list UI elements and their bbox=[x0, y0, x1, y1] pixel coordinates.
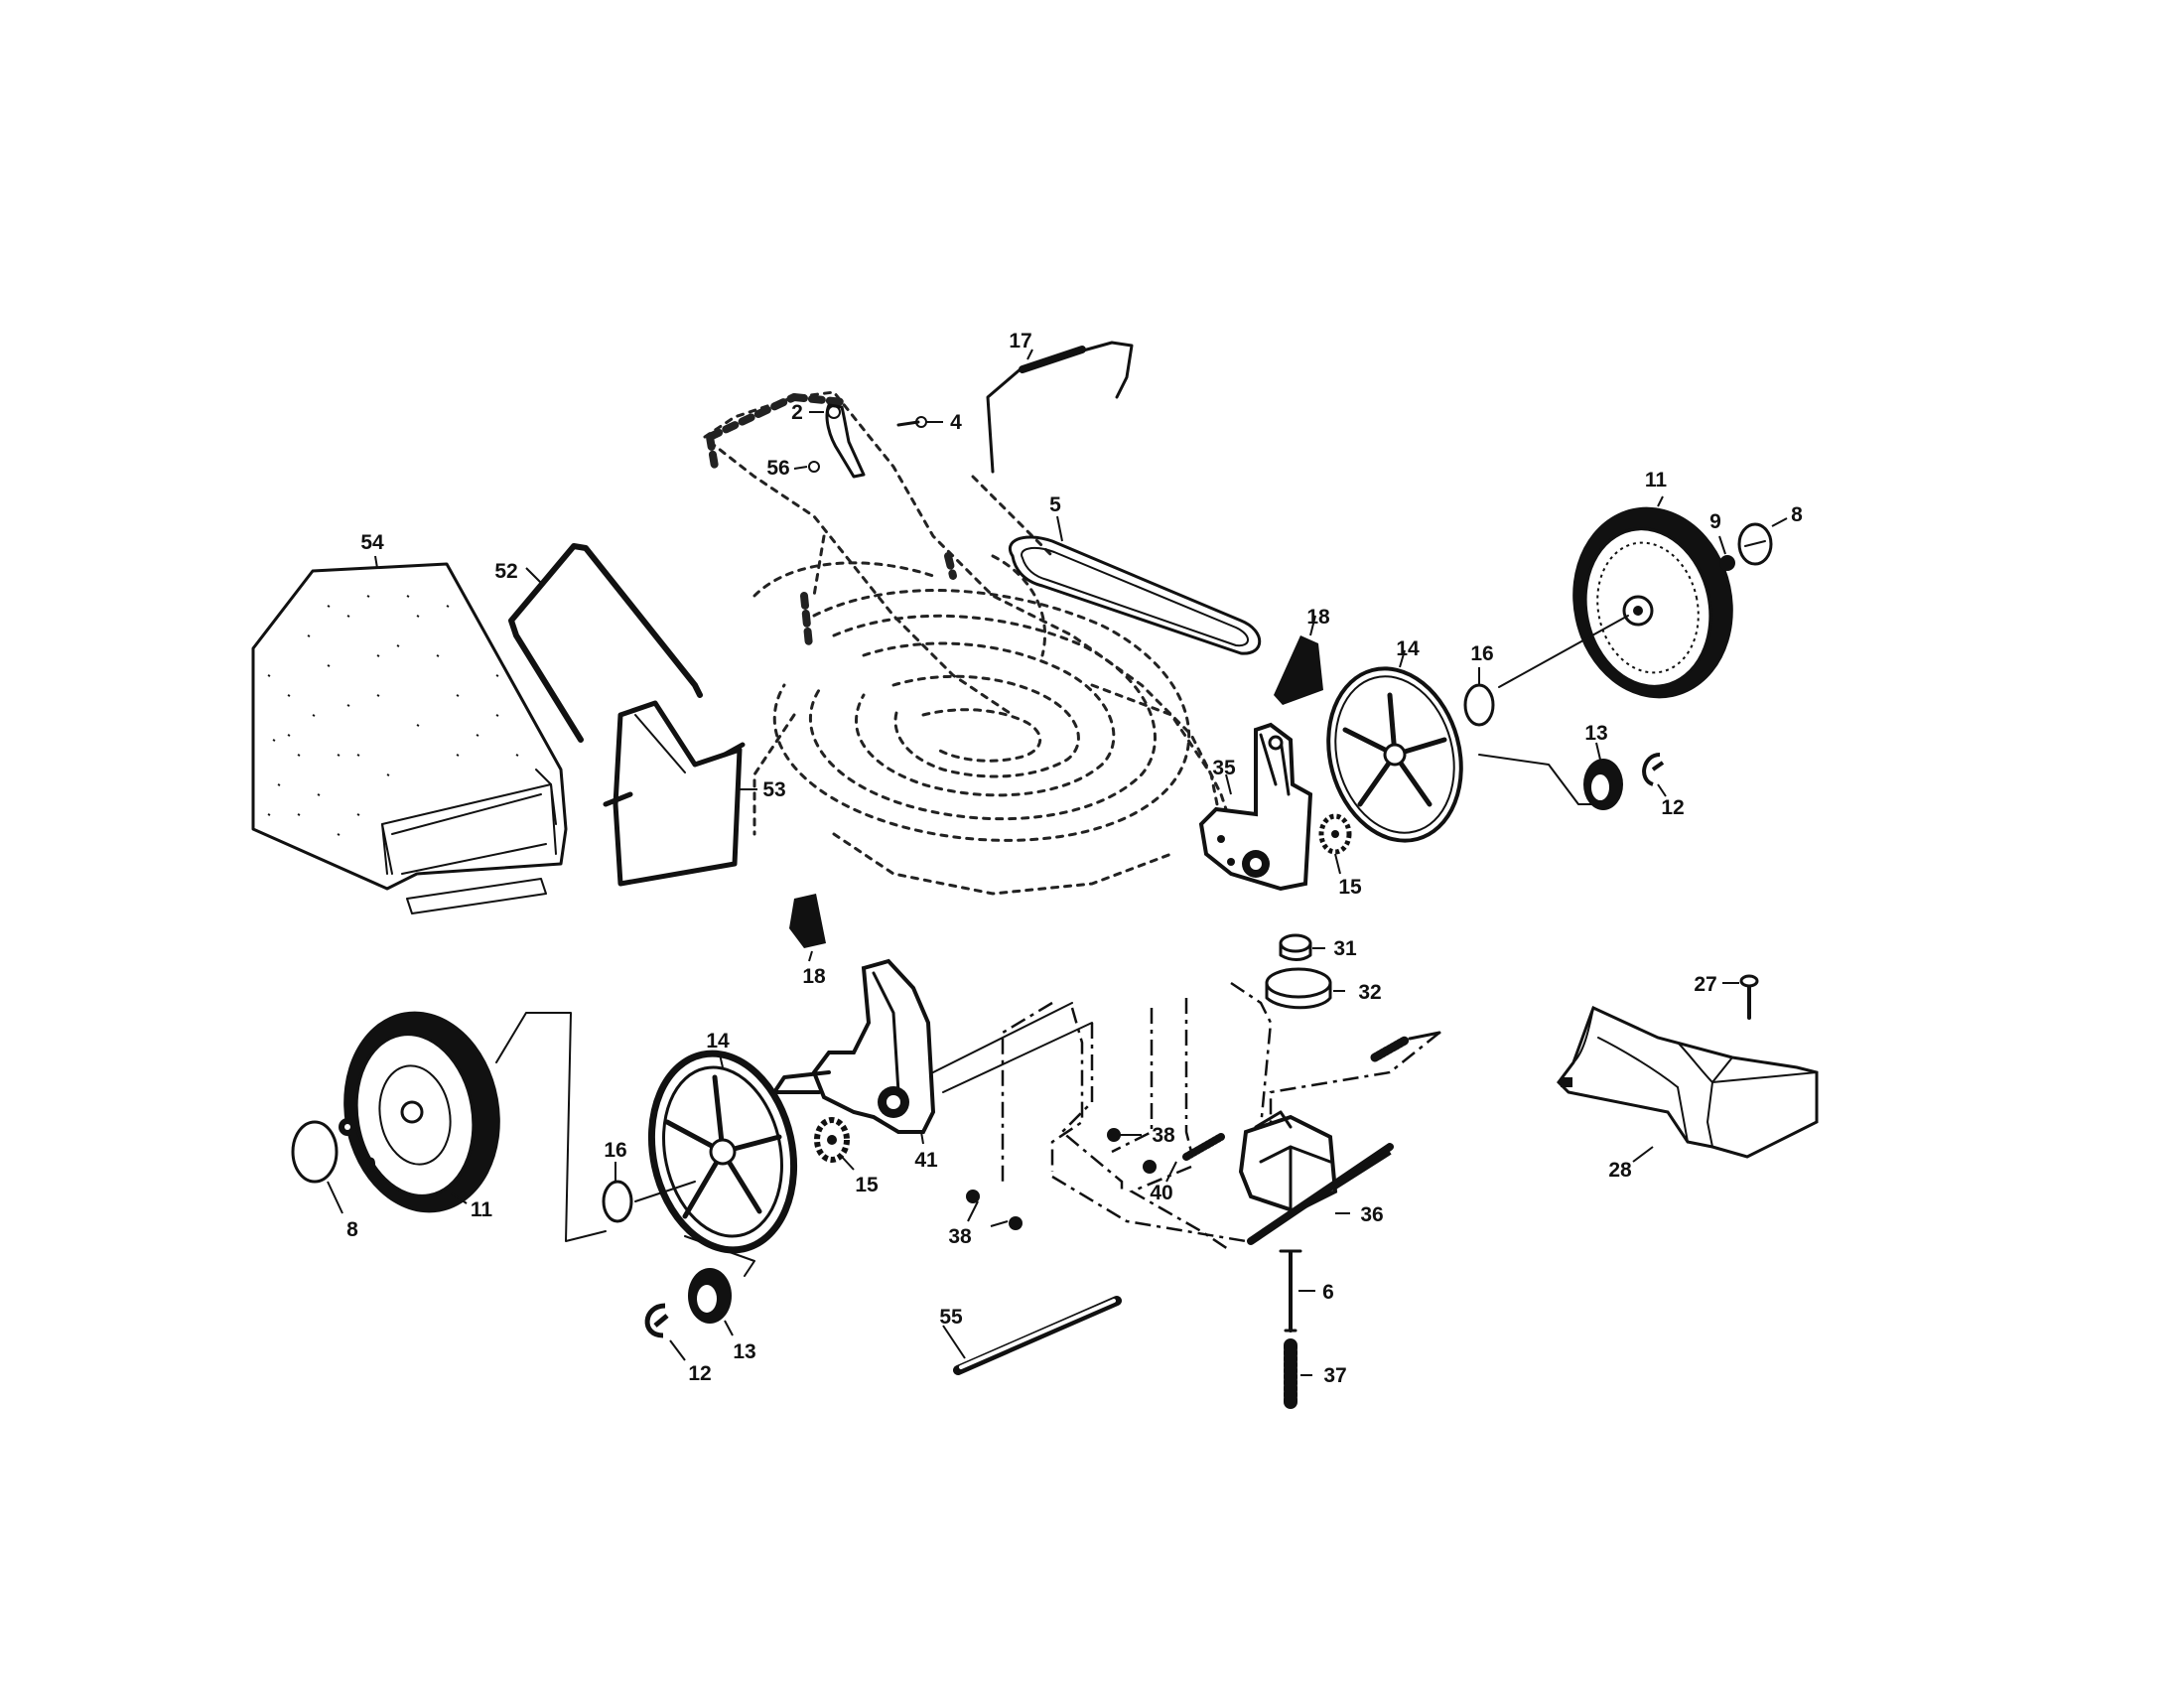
label-9-right: 9 bbox=[1709, 510, 1721, 533]
label-56: 56 bbox=[766, 457, 789, 480]
label-16-right: 16 bbox=[1470, 642, 1493, 665]
part-52-bag-frame bbox=[508, 543, 703, 743]
label-16-left: 16 bbox=[604, 1139, 626, 1162]
part-15-bearing-right bbox=[1318, 813, 1352, 875]
label-4: 4 bbox=[950, 411, 962, 434]
part-11-wheel-right bbox=[1572, 495, 1733, 699]
part-11-wheel-left bbox=[343, 1011, 500, 1213]
part-6-bolt bbox=[1279, 1249, 1315, 1333]
part-14-drive-wheel-right bbox=[1326, 649, 1463, 843]
label-11-left: 11 bbox=[471, 1198, 493, 1221]
label-28: 28 bbox=[1608, 1159, 1632, 1182]
part-27-screw bbox=[1722, 974, 1759, 1020]
label-38-a: 38 bbox=[1152, 1124, 1175, 1147]
part-2-control-bracket bbox=[809, 403, 866, 479]
part-13-gear-right bbox=[1478, 742, 1623, 810]
axle-line-right bbox=[1498, 615, 1629, 688]
handle-control-bar-outline bbox=[706, 393, 957, 649]
label-2: 2 bbox=[791, 401, 803, 424]
label-40: 40 bbox=[1150, 1182, 1172, 1204]
part-8-hubcap-left bbox=[291, 1120, 343, 1214]
part-14-drive-wheel-left bbox=[647, 1050, 798, 1254]
label-14-left: 14 bbox=[706, 1030, 730, 1052]
part-41-gear-housing-left bbox=[772, 958, 936, 1145]
part-17-rod bbox=[986, 341, 1134, 474]
label-35: 35 bbox=[1212, 757, 1236, 779]
part-36-transmission bbox=[1238, 1110, 1394, 1245]
label-12-right: 12 bbox=[1661, 796, 1684, 819]
label-15-right: 15 bbox=[1338, 876, 1362, 899]
part-18-cover-left bbox=[789, 894, 826, 962]
label-52: 52 bbox=[494, 560, 517, 583]
part-5-belt bbox=[1009, 515, 1262, 655]
part-16-washer-left bbox=[602, 1162, 633, 1223]
part-16-washer-right bbox=[1463, 667, 1495, 727]
part-32-dust-cover bbox=[1265, 967, 1345, 1010]
cable-spring bbox=[1370, 1031, 1441, 1062]
label-27: 27 bbox=[1694, 973, 1716, 996]
label-8-left: 8 bbox=[346, 1218, 358, 1241]
label-14-right: 14 bbox=[1396, 637, 1420, 660]
label-11-right: 11 bbox=[1645, 469, 1668, 491]
part-9-nut-right bbox=[1718, 535, 1735, 571]
label-12-left: 12 bbox=[688, 1362, 711, 1385]
label-18-left: 18 bbox=[802, 965, 826, 988]
part-labels: 17 4 2 56 5 54 52 53 11 9 8 18 14 16 13 … bbox=[346, 330, 1803, 1387]
label-32: 32 bbox=[1358, 981, 1381, 1004]
part-12-clip-left bbox=[644, 1303, 686, 1361]
part-12-clip-right bbox=[1642, 753, 1667, 797]
part-35-gear-housing-right bbox=[1198, 722, 1313, 892]
label-5: 5 bbox=[1049, 493, 1061, 516]
label-18-top: 18 bbox=[1306, 606, 1330, 629]
part-15-bearing-left bbox=[814, 1117, 855, 1171]
axle-line-left bbox=[495, 1012, 607, 1242]
label-36: 36 bbox=[1360, 1203, 1383, 1226]
label-41: 41 bbox=[914, 1149, 938, 1172]
part-9-nut-left bbox=[339, 1118, 366, 1153]
assembly-guide-lines bbox=[1001, 981, 1440, 1253]
part-18-cover-top bbox=[1274, 615, 1323, 705]
part-13-gear-left bbox=[684, 1235, 755, 1336]
part-31-cap bbox=[1279, 933, 1325, 961]
drive-shaft-line bbox=[932, 1002, 1093, 1093]
part-54-grass-bag bbox=[251, 555, 568, 914]
label-13-right: 13 bbox=[1584, 722, 1607, 745]
part-28-rear-deflector bbox=[1557, 1005, 1819, 1163]
label-37: 37 bbox=[1323, 1364, 1346, 1387]
label-8-right: 8 bbox=[1791, 503, 1803, 526]
label-38-b: 38 bbox=[948, 1225, 972, 1248]
label-31: 31 bbox=[1333, 937, 1357, 960]
label-17: 17 bbox=[1009, 330, 1031, 352]
label-53: 53 bbox=[762, 778, 785, 801]
label-9-left: 9 bbox=[364, 1154, 376, 1177]
label-13-left: 13 bbox=[733, 1340, 755, 1363]
label-15-left: 15 bbox=[855, 1174, 879, 1196]
mower-housing-outline bbox=[703, 390, 1243, 896]
part-4-screw bbox=[896, 416, 943, 428]
part-53-bag-frame-lower bbox=[603, 700, 757, 887]
label-55: 55 bbox=[939, 1306, 963, 1329]
label-54: 54 bbox=[360, 531, 384, 554]
part-38-nuts bbox=[966, 1128, 1157, 1230]
part-56-nut bbox=[793, 461, 820, 473]
part-55-rod bbox=[942, 1296, 1122, 1375]
label-6: 6 bbox=[1322, 1281, 1334, 1304]
part-8-hubcap-right bbox=[1737, 517, 1788, 566]
part-37-spring bbox=[1284, 1338, 1312, 1412]
part-40-spring bbox=[1165, 1133, 1225, 1183]
axle-line-left-2 bbox=[634, 1181, 696, 1202]
